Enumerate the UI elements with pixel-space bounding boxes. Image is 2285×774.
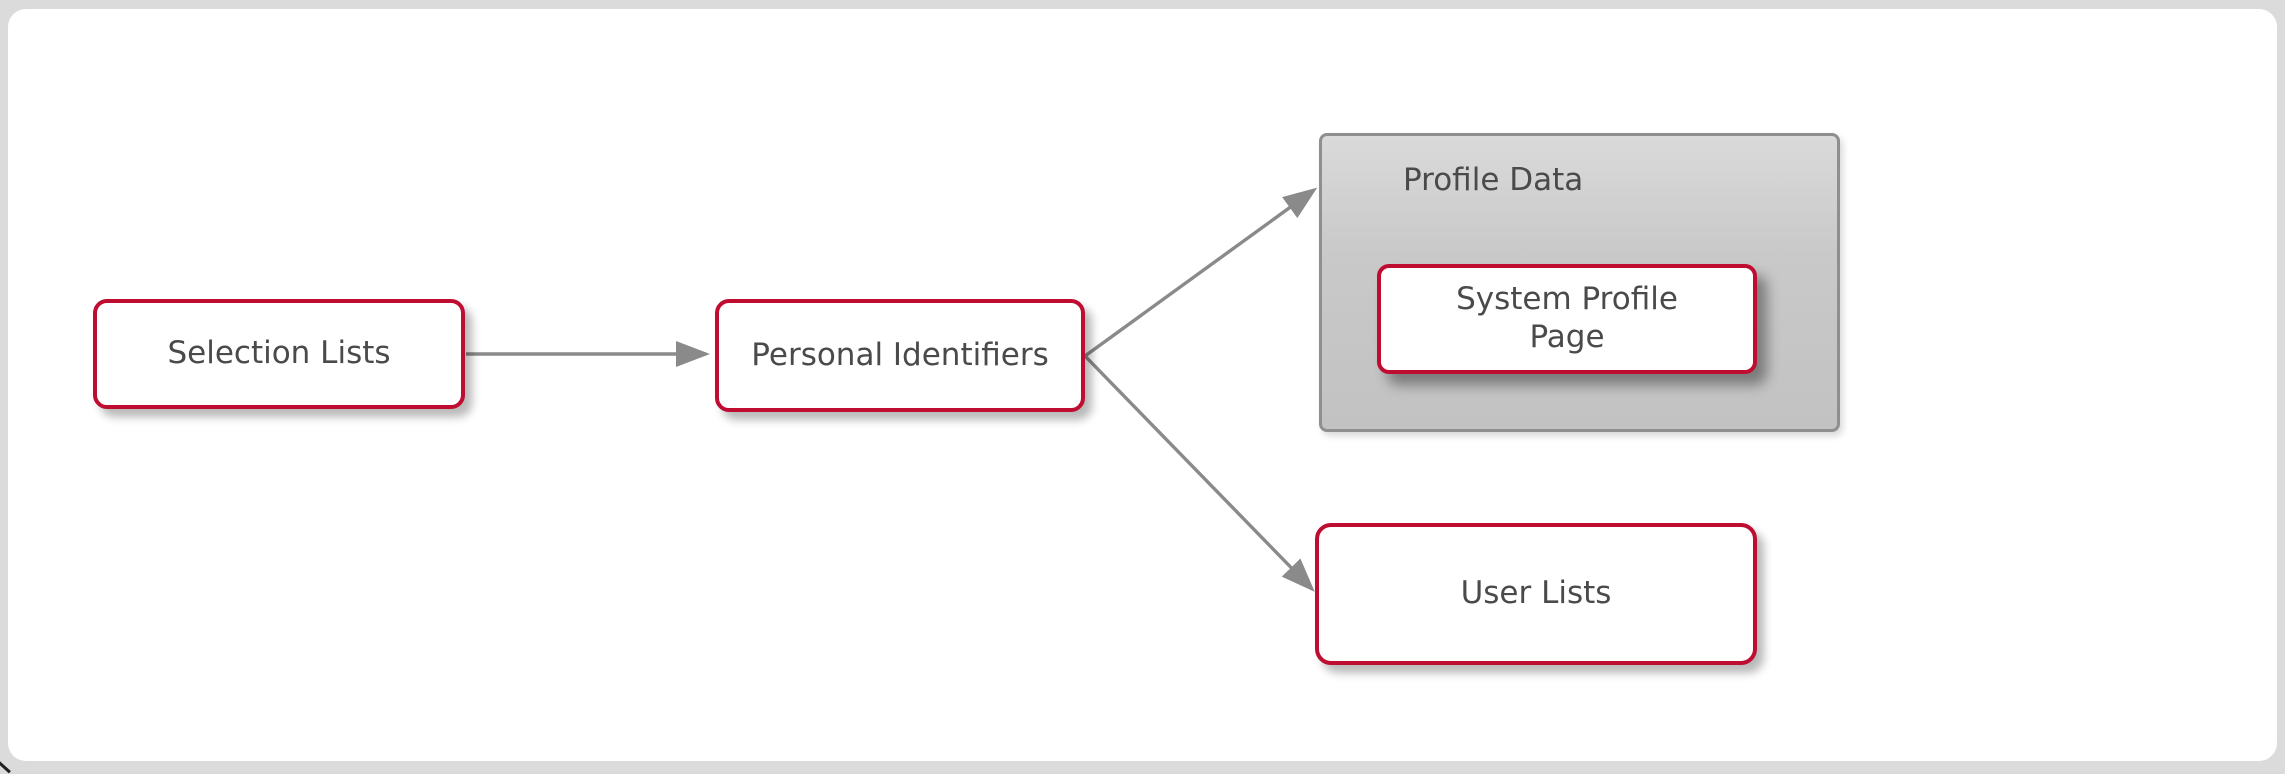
node-selection-lists-label: Selection Lists xyxy=(167,335,391,372)
node-personal-identifiers-label: Personal Identifiers xyxy=(751,336,1049,373)
container-profile-data-label: Profile Data xyxy=(1403,162,1584,198)
cursor-artifact xyxy=(0,760,11,774)
node-personal-identifiers[interactable]: Personal Identifiers xyxy=(715,299,1085,412)
node-system-profile-page[interactable]: System Profile Page xyxy=(1377,264,1757,374)
node-system-profile-page-label: System Profile Page xyxy=(1456,281,1678,355)
node-user-lists[interactable]: User Lists xyxy=(1315,523,1757,665)
node-user-lists-label: User Lists xyxy=(1460,575,1612,612)
node-selection-lists[interactable]: Selection Lists xyxy=(93,299,465,409)
